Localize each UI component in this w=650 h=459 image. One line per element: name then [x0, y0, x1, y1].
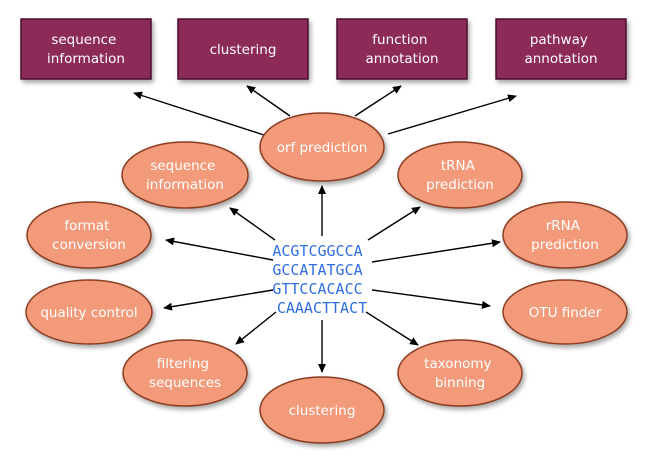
box-pathway-annotation: pathway annotation — [495, 18, 627, 80]
box-sequence-information-line-2: information — [47, 51, 125, 67]
center-sequence: ACGTCGGCCA GCCATATGCA GTTCCACACC CAAACTT… — [272, 242, 371, 317]
arrow-center-to-taxonomy-binning — [365, 311, 419, 346]
arrow-center-to-sequence-information — [229, 207, 276, 241]
ellipse-rrna-prediction-line-2: prediction — [531, 237, 599, 253]
box-function-annotation: function annotation — [336, 18, 468, 80]
arrow-hub-to-pathway-annotation-box — [387, 94, 517, 135]
ellipse-filtering-sequences: filtering sequences — [122, 339, 248, 407]
arrow-hub-to-sequence-information-box — [133, 91, 265, 136]
box-clustering-line-1: clustering — [210, 42, 277, 58]
ellipse-sequence-information-line-2: information — [146, 177, 224, 193]
svg-text:clustering: clustering — [210, 42, 277, 58]
ellipse-orf-prediction-line-1: orf prediction — [277, 140, 368, 156]
ellipse-taxonomy-binning-shape — [397, 339, 523, 407]
ellipse-taxonomy-binning: taxonomy binning — [397, 339, 523, 407]
ellipse-quality-control: quality control — [25, 279, 153, 345]
arrow-hub-to-function-annotation-box — [354, 85, 402, 117]
box-sequence-information-line-1: sequence — [51, 32, 116, 48]
box-pathway-annotation-shape — [495, 18, 627, 80]
svg-text:pathway annotation: pathway annotation — [524, 32, 597, 67]
arrow-center-to-otu-finder — [371, 289, 491, 309]
ellipse-orf-prediction-shape — [259, 112, 385, 182]
svg-text:orf prediction: orf prediction — [277, 140, 368, 156]
ellipse-sequence-information-line-1: sequence — [150, 158, 215, 174]
ellipse-filtering-sequences-line-2: sequences — [149, 375, 221, 391]
svg-text:quality control: quality control — [40, 305, 137, 321]
arrow-center-to-quality-control — [163, 289, 274, 311]
svg-text:tRNA prediction: tRNA prediction — [426, 158, 494, 193]
sequence-line-3: GTTCCACACC — [272, 280, 362, 298]
ellipse-clustering: clustering — [259, 376, 385, 444]
ellipse-trna-prediction: tRNA prediction — [397, 141, 523, 209]
ellipse-otu-finder-shape — [502, 279, 628, 345]
arrows — [133, 85, 517, 373]
svg-text:format conversion: format conversion — [52, 218, 126, 253]
ellipse-clustering-shape — [259, 376, 385, 444]
ellipse-otu-finder: OTU finder — [502, 279, 628, 345]
arrow-center-to-format-conversion — [165, 237, 274, 261]
svg-text:rRNA prediction: rRNA prediction — [531, 218, 599, 253]
ellipse-trna-prediction-shape — [397, 141, 523, 209]
box-function-annotation-line-2: annotation — [365, 51, 438, 67]
sequence-line-2: GCCATATGCA — [272, 261, 362, 279]
svg-text:taxonomy binning: taxonomy binning — [424, 356, 496, 391]
ellipse-format-conversion-line-2: conversion — [52, 237, 126, 253]
sequence-line-4: CAAACTTACT — [277, 299, 367, 317]
ellipse-quality-control-shape — [25, 279, 153, 345]
arrow-center-to-filtering-sequences — [235, 311, 277, 345]
svg-text:ACGTCGGCCA GCCATATGCA: ACGTCGGCCA GCCATATGCA GTTCCACACC CAAACTT… — [272, 242, 371, 317]
box-pathway-annotation-line-1: pathway — [530, 32, 588, 48]
ellipse-taxonomy-binning-line-2: binning — [435, 375, 485, 391]
arrow-center-to-trna-prediction — [367, 206, 421, 241]
ellipse-rrna-prediction-line-1: rRNA — [546, 218, 581, 234]
box-function-annotation-line-1: function — [372, 32, 427, 48]
ellipse-format-conversion-shape — [26, 201, 152, 269]
ellipse-otu-finder-line-1: OTU finder — [529, 305, 602, 321]
ellipse-trna-prediction-line-1: tRNA — [441, 158, 476, 174]
arrow-hub-to-clustering-box — [246, 85, 291, 117]
ellipse-rrna-prediction-shape — [502, 201, 628, 269]
ellipse-format-conversion-line-1: format — [64, 218, 109, 234]
ellipse-clustering-line-1: clustering — [289, 403, 356, 419]
svg-text:filtering sequences: filtering sequences — [149, 356, 221, 391]
svg-text:clustering: clustering — [289, 403, 356, 419]
box-clustering: clustering — [177, 18, 309, 80]
ellipse-filtering-sequences-shape — [122, 339, 248, 407]
svg-text:function annotation: function annotation — [365, 32, 438, 67]
sequence-line-1: ACGTCGGCCA — [272, 242, 362, 260]
ellipse-sequence-information: sequence information — [121, 141, 249, 209]
box-clustering-shape — [177, 18, 309, 80]
box-sequence-information-shape — [20, 18, 152, 80]
ellipse-filtering-sequences-line-1: filtering — [157, 356, 209, 372]
ellipse-taxonomy-binning-line-1: taxonomy — [424, 356, 491, 372]
ellipse-orf-prediction: orf prediction — [259, 112, 385, 182]
box-function-annotation-shape — [336, 18, 468, 80]
box-sequence-information: sequence information — [20, 18, 152, 80]
svg-text:sequence information: sequence information — [47, 32, 125, 67]
box-pathway-annotation-line-2: annotation — [524, 51, 597, 67]
ellipse-sequence-information-shape — [121, 141, 249, 209]
ellipse-trna-prediction-line-2: prediction — [426, 177, 494, 193]
svg-text:sequence information: sequence information — [146, 158, 224, 193]
ellipse-format-conversion: format conversion — [26, 201, 152, 269]
ellipse-quality-control-line-1: quality control — [40, 305, 137, 321]
ellipse-rrna-prediction: rRNA prediction — [502, 201, 628, 269]
arrow-center-to-rrna-prediction — [371, 239, 501, 263]
svg-text:OTU finder: OTU finder — [529, 305, 602, 321]
